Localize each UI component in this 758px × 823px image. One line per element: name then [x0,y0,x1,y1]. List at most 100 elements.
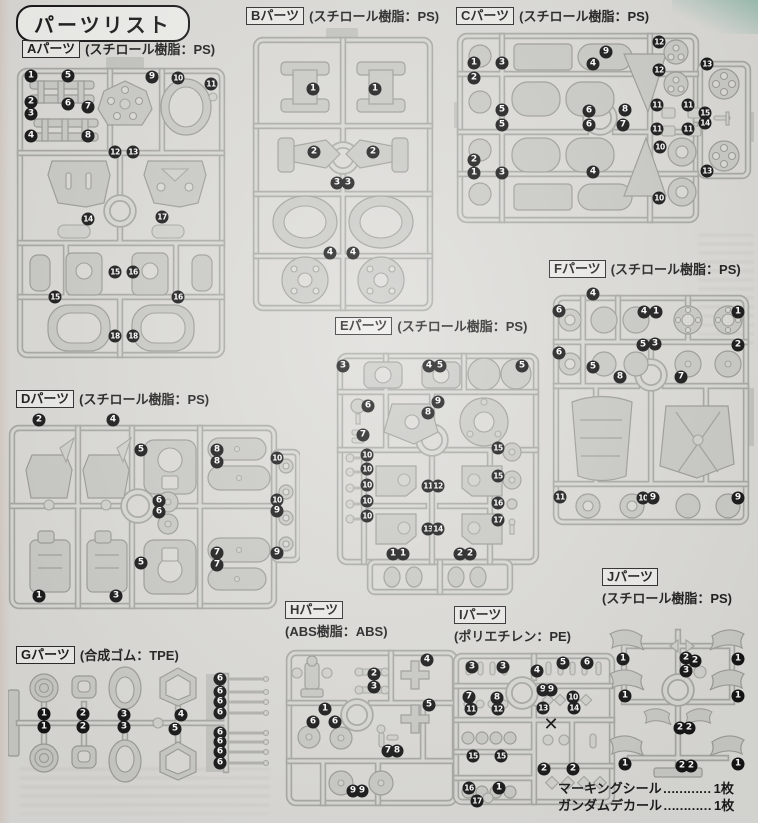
part-number-badge: 15 [698,106,712,120]
head-parts [363,357,532,391]
part-number-badge: 10 [360,478,374,492]
part-number-badge: 6 [361,399,375,413]
part-number-badge: 9 [270,504,284,518]
part-number-badge: 6 [306,715,320,729]
disc-parts [297,725,394,796]
item-qty: 1枚 [713,781,734,796]
part-number-badge: 18 [108,329,122,343]
part-number-badge: 3 [648,337,662,351]
part-number-badge: 10 [270,451,284,465]
part-number-badge: 3 [367,680,381,694]
disc-parts [708,68,740,172]
part-number-badge: 2 [307,145,321,159]
part-number-badge: 7 [210,546,224,560]
part-number-badge: 10 [636,491,650,505]
part-number-badge: 13 [536,701,550,715]
section-i-material: (ポリエチレン：PE) [454,629,572,644]
part-number-badge: 5 [134,556,148,570]
part-number-badge: 3 [109,589,123,603]
section-e-material: (スチロール樹脂：PS) [397,319,528,334]
part-number-badge: 15 [494,749,508,763]
small-curved-part [151,224,185,239]
section-e-label: Eパーツ [335,316,393,335]
part-number-badge: 4 [586,165,600,179]
part-number-badge: 6 [580,656,594,670]
section-c-material: (スチロール樹脂：PS) [519,9,650,24]
section-b-label: Bパーツ [246,6,305,25]
part-number-badge: 1 [467,56,481,70]
part-number-badge: 1 [368,82,382,96]
part-number-badge: 1 [731,652,745,666]
part-number-badge: 1 [492,781,506,795]
part-number-badge: 4 [586,287,600,301]
part-number-badge: 12 [652,63,666,77]
part-number-badge: 6 [152,505,166,519]
round-plate-parts [281,256,405,304]
small-ring-parts [278,458,294,552]
oval-cap-parts [383,566,487,588]
part-number-badge: 8 [490,691,504,705]
part-number-badge: 11 [650,122,664,136]
part-number-badge: 10 [360,448,374,462]
part-number-badge: 2 [367,667,381,681]
part-number-badge: 2 [24,95,38,109]
part-number-badge: 11 [650,98,664,112]
part-number-badge: 6 [213,685,227,699]
section-c-label: Cパーツ [456,6,515,25]
part-number-badge: 14 [698,116,712,130]
part-number-badge: 8 [390,744,404,758]
small-curved-part [57,224,91,239]
part-number-badge: 2 [684,759,698,773]
part-number-badge: 10 [360,494,374,508]
part-number-badge: 8 [613,370,627,384]
item-label: マーキングシール [558,781,662,796]
poly-joint-parts [542,733,608,790]
part-number-badge: 9 [599,45,613,59]
part-number-badge: 3 [495,166,509,180]
part-number-badge: 4 [586,57,600,71]
part-number-badge: 6 [213,706,227,720]
part-number-badge: 11 [681,98,695,112]
part-number-badge: 14 [567,701,581,715]
part-number-badge: 5 [586,360,600,374]
part-number-badge: 15 [48,290,62,304]
sprue-j-svg [609,628,745,778]
part-number-badge: 9 [646,491,660,505]
part-number-badge: 1 [731,689,745,703]
part-number-badge: 11 [681,122,695,136]
part-number-badge: 1 [386,547,400,561]
part-number-badge: 2 [467,153,481,167]
section-j-material: (スチロール樹脂：PS) [602,591,733,606]
part-number-badge: 2 [537,762,551,776]
part-number-badge: 9 [544,683,558,697]
bleed-through-text [20,768,270,814]
part-number-badge: 15 [108,265,122,279]
part-number-badge: 6 [213,735,227,749]
item-qty: 1枚 [714,798,735,813]
section-f-header: Fパーツ (スチロール樹脂：PS) [549,259,741,278]
part-number-badge: 10 [653,140,667,154]
part-number-badge: 6 [213,745,227,759]
part-number-badge: 9 [731,491,745,505]
section-h-header: Hパーツ (ABS樹脂：ABS) [285,601,388,640]
part-number-badge: 6 [582,118,596,132]
section-b-header: Bパーツ (スチロール樹脂：PS) [246,6,439,25]
part-number-badge: 5 [422,698,436,712]
section-g-material: (合成ゴム：TPE) [79,648,179,663]
part-number-badge: 1 [731,305,745,319]
part-number-badge: 8 [618,103,632,117]
part-number-badge: 2 [32,413,46,427]
part-number-badge: 6 [552,346,566,360]
part-number-badge: 2 [76,707,90,721]
section-a-label: Aパーツ [22,39,81,58]
scan-edge-tint [0,0,10,823]
part-number-badge: 1 [618,757,632,771]
part-number-badge: 1 [24,69,38,83]
